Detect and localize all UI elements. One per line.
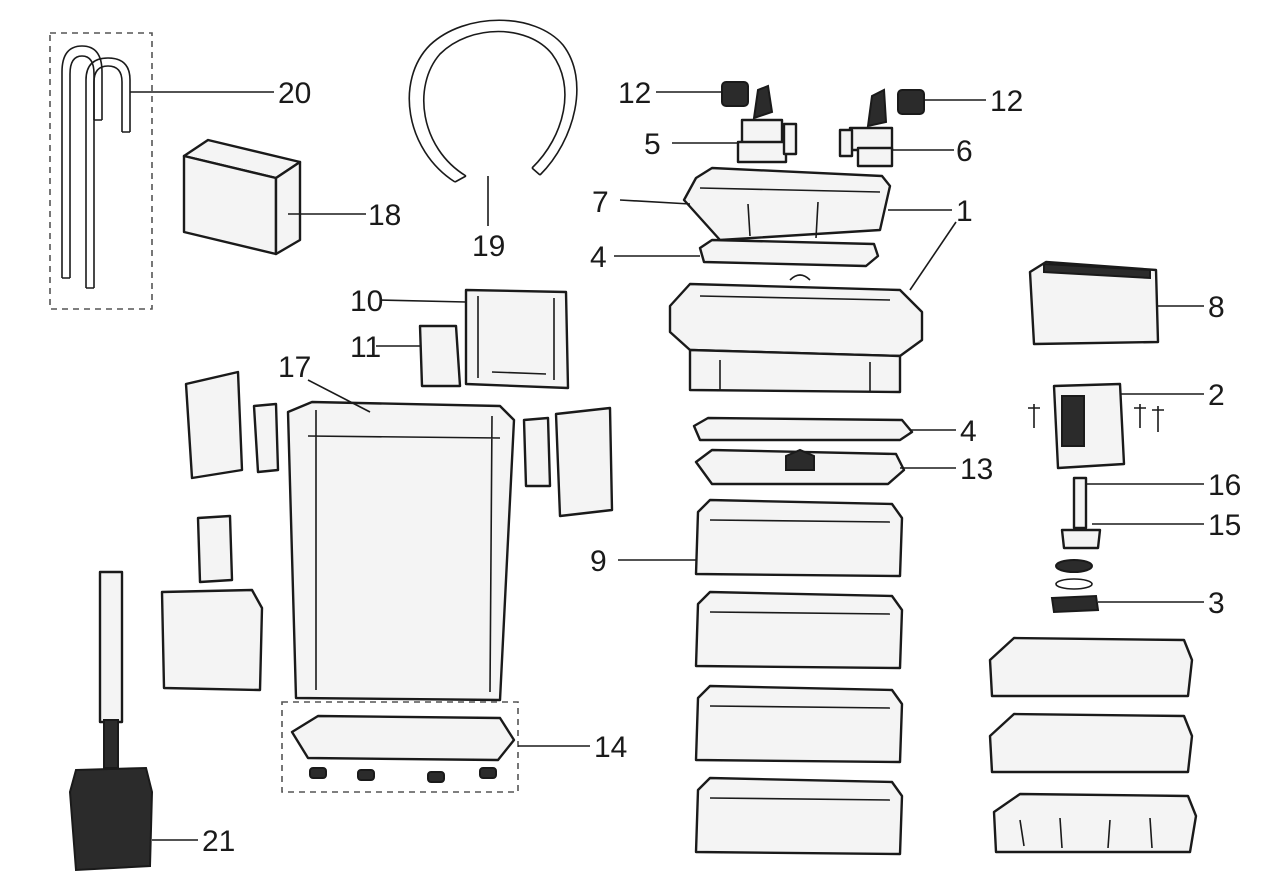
part-3-cap (1050, 594, 1100, 614)
callout-19: 19 (472, 230, 505, 263)
part-7-lid (682, 166, 892, 242)
callout-1: 1 (956, 195, 973, 228)
part-12-nut-right (897, 89, 925, 115)
part-handle (160, 514, 264, 692)
part-11-latch (418, 324, 462, 388)
part-13-plate (694, 448, 906, 486)
filter-pad-2 (988, 712, 1194, 774)
part-4-gasket-bottom (692, 416, 914, 442)
part-side-clip-right (522, 406, 614, 518)
part-side-clip-left (184, 370, 280, 480)
callout-11: 11 (350, 331, 381, 364)
callout-3: 3 (1208, 587, 1225, 620)
part-14-base (281, 701, 519, 793)
part-9-tray-2 (694, 590, 904, 670)
callout-8: 8 (1208, 291, 1225, 324)
callout-15: 15 (1208, 509, 1241, 542)
leader-lines (130, 91, 1204, 841)
callout-labels: 20 18 19 12 12 5 6 7 1 4 4 10 11 17 8 2 … (202, 77, 1241, 858)
part-10-latch-frame (464, 288, 570, 390)
callout-7: 7 (592, 186, 609, 219)
part-15-impeller (1055, 528, 1102, 590)
part-21-strainer (68, 570, 154, 872)
part-6-valve (838, 88, 894, 168)
callout-21: 21 (202, 825, 235, 858)
callout-10: 10 (350, 285, 383, 318)
filter-pad-1 (988, 636, 1194, 698)
part-9-tray-1 (694, 498, 904, 578)
part-4-gasket-top (698, 238, 880, 268)
part-19-hose (408, 19, 578, 183)
filter-pad-3 (992, 792, 1198, 854)
callout-4-bottom: 4 (960, 415, 977, 448)
callout-9: 9 (590, 545, 607, 578)
callout-14: 14 (594, 731, 627, 764)
callout-12-right: 12 (990, 85, 1023, 118)
callout-16: 16 (1208, 469, 1241, 502)
part-9-tray-3 (694, 684, 904, 764)
callout-2: 2 (1208, 379, 1225, 412)
callout-12-left: 12 (618, 77, 651, 110)
callout-4-top: 4 (590, 241, 607, 274)
callout-6: 6 (956, 135, 973, 168)
callout-20: 20 (278, 77, 311, 110)
part-12-nut-left (721, 81, 749, 107)
part-5-valve (736, 84, 798, 164)
part-9-tray-4 (694, 776, 904, 856)
part-2-motor (1028, 382, 1164, 470)
callout-5: 5 (644, 128, 661, 161)
callout-17: 17 (278, 351, 311, 384)
part-17-canister (286, 400, 516, 702)
part-1-head (668, 274, 924, 394)
callout-18: 18 (368, 199, 401, 232)
part-16-shaft (1072, 476, 1088, 530)
callout-13: 13 (960, 453, 993, 486)
part-18-sponge (182, 138, 302, 256)
part-20-pipes (49, 32, 153, 310)
part-8-basket (1028, 260, 1160, 346)
